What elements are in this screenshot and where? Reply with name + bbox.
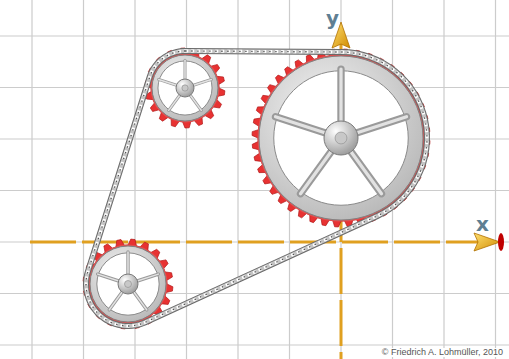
sprockets [83,48,430,329]
axis-label: x [476,214,489,234]
axis-label: y [326,8,339,28]
copyright-notice: © Friedrich A. Lohmüller, 2010 [380,348,505,357]
coordinate-axes [30,22,504,359]
roller-chain [86,51,427,326]
